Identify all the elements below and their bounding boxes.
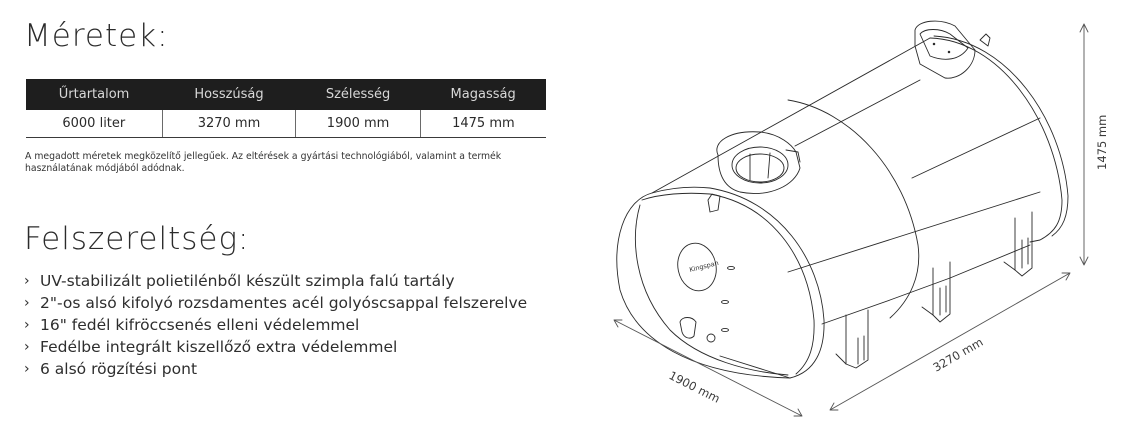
- features-list: ›UV-stabilizált polietilénből készült sz…: [24, 270, 564, 380]
- chevron-right-icon: ›: [24, 273, 30, 289]
- height-label: 1475 mm: [1095, 115, 1109, 170]
- header-length: Hosszúság: [162, 79, 296, 110]
- front-lid: [716, 131, 801, 194]
- kingspan-logo: Kingspan: [689, 259, 720, 274]
- tank-front-end: [616, 186, 825, 379]
- tank-top-edge: [651, 37, 931, 194]
- logo-oval: [677, 242, 717, 292]
- list-item: ›6 alsó rögzítési pont: [24, 360, 198, 378]
- features-title: Felszereltség:: [24, 221, 250, 257]
- tank-middle-ring: [787, 99, 920, 319]
- list-item: ›Fedélbe integrált kiszellőző extra véde…: [24, 338, 398, 356]
- cell-width: 1900 mm: [295, 110, 421, 138]
- chevron-right-icon: ›: [24, 339, 30, 355]
- length-arrow: [829, 272, 1071, 411]
- length-label: 3270 mm: [931, 335, 986, 375]
- table-header-row: Űrtartalom Hosszúság Szélesség Magasság: [26, 79, 546, 110]
- dimensions-table: Űrtartalom Hosszúság Szélesség Magasság …: [26, 79, 546, 138]
- header-height: Magasság: [420, 79, 546, 110]
- chevron-right-icon: ›: [24, 295, 30, 311]
- dimensions-note: A megadott méretek megközelítő jellegűek…: [25, 151, 502, 174]
- list-item: ›16" fedél kifröccsenés elleni védelemme…: [24, 316, 360, 334]
- cell-height: 1475 mm: [419, 110, 546, 138]
- dimensions-title: Méretek:: [24, 18, 169, 54]
- height-arrow: [1079, 23, 1089, 266]
- cell-capacity: 6000 liter: [26, 110, 163, 138]
- outlet-valve: [679, 317, 697, 339]
- tank-drawing: Kingspan 1900 mm 3270 mm 1475 mm: [613, 20, 1109, 417]
- width-arrow: [613, 319, 803, 417]
- list-item: ›2"-os alsó kifolyó rozsdamentes acél go…: [24, 294, 528, 312]
- rear-lid: [914, 20, 976, 79]
- width-label: 1900 mm: [667, 368, 723, 406]
- header-capacity: Űrtartalom: [26, 79, 163, 110]
- chevron-right-icon: ›: [24, 361, 30, 377]
- header-width: Szélesség: [295, 79, 421, 110]
- list-item: ›UV-stabilizált polietilénből készült sz…: [24, 272, 455, 290]
- mounting-feet: [835, 211, 1033, 369]
- chevron-right-icon: ›: [24, 317, 30, 333]
- tank-rear-end: [929, 37, 1063, 243]
- cell-length: 3270 mm: [161, 110, 296, 138]
- table-row: 6000 liter 3270 mm 1900 mm 1475 mm: [26, 110, 546, 138]
